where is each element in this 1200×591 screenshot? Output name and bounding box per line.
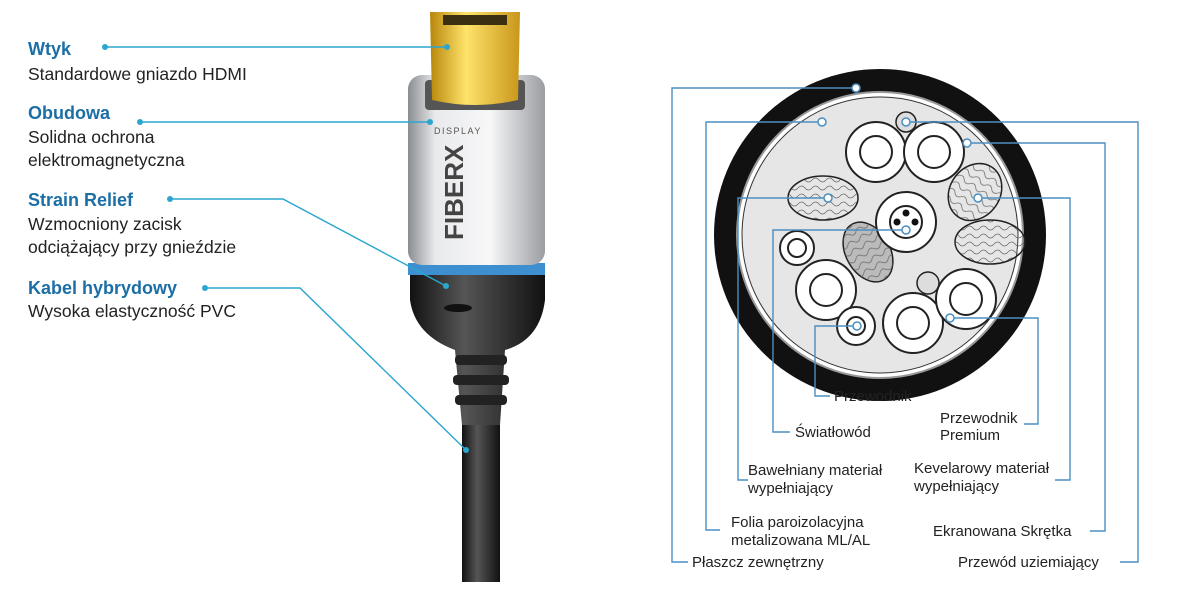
- feature-desc: Solidna ochrona: [28, 127, 155, 147]
- label-outer-jacket: Płaszcz zewnętrzny: [692, 554, 824, 571]
- callout-line: [205, 287, 467, 451]
- hdmi-plug: [430, 12, 520, 105]
- label-cotton-filler: wypełniający: [747, 480, 834, 497]
- label-cotton-filler: Bawełniany materiał: [748, 462, 883, 479]
- label-fiber: Światłowód: [795, 423, 871, 441]
- hdmi-connector-illustration: DISPLAY FIBERX: [408, 12, 545, 582]
- feature-plug: Wtyk Standardowe gniazdo HDMI: [28, 39, 450, 84]
- callout-shielded-pair: Ekranowana Skrętka: [933, 138, 1106, 540]
- callout-fiber: Światłowód: [772, 225, 911, 441]
- cable-cross-section: [714, 69, 1046, 401]
- callout-conductor: Przewodnik: [814, 321, 912, 405]
- callout-foil: Folia paroizolacyjna metalizowana ML/AL: [705, 117, 870, 549]
- label-premium-conductor: Przewodnik: [940, 410, 1018, 427]
- feature-desc: Wzmocniony zacisk: [28, 214, 182, 234]
- callout-line: [170, 198, 447, 287]
- label-kevlar-filler: wypełniający: [913, 478, 1000, 495]
- callout-ground-wire: Przewód uziemiający: [901, 117, 1139, 571]
- label-foil: Folia paroizolacyjna: [731, 514, 864, 531]
- label-premium-conductor: Premium: [940, 427, 1000, 444]
- callout-kevlar-filler: Kevelarowy materiał wypełniający: [913, 193, 1071, 495]
- label-ground-wire: Przewód uziemiający: [958, 554, 1099, 571]
- feature-hybrid-cable: Kabel hybrydowy Wysoka elastyczność PVC: [28, 278, 469, 453]
- callout-cotton-filler: Bawełniany materiał wypełniający: [737, 193, 883, 497]
- feature-desc: elektromagnetyczna: [28, 150, 185, 170]
- feature-desc: Wysoka elastyczność PVC: [28, 301, 236, 321]
- label-kevlar-filler: Kevelarowy materiał: [914, 460, 1050, 477]
- label-conductor: Przewodnik: [834, 388, 912, 405]
- feature-title: Kabel hybrydowy: [28, 278, 177, 298]
- callout-outer-jacket: Płaszcz zewnętrzny: [671, 83, 861, 571]
- feature-strain-relief: Strain Relief Wzmocniony zacisk odciążaj…: [28, 190, 449, 289]
- feature-title: Strain Relief: [28, 190, 134, 210]
- blue-band: [408, 263, 545, 275]
- label-foil: metalizowana ML/AL: [731, 532, 870, 549]
- feature-title: Obudowa: [28, 103, 111, 123]
- callout-premium-conductor: Przewodnik Premium: [940, 313, 1039, 444]
- connector-housing: [408, 75, 545, 265]
- label-shielded-pair: Ekranowana Skrętka: [933, 523, 1072, 540]
- display-label: DISPLAY: [434, 126, 482, 136]
- feature-title: Wtyk: [28, 39, 72, 59]
- feature-desc: Standardowe gniazdo HDMI: [28, 64, 247, 84]
- feature-desc: odciążający przy gnieździe: [28, 237, 236, 257]
- brand-logo: FIBERX: [439, 144, 469, 240]
- feature-housing: Obudowa Solidna ochrona elektromagnetycz…: [28, 103, 433, 170]
